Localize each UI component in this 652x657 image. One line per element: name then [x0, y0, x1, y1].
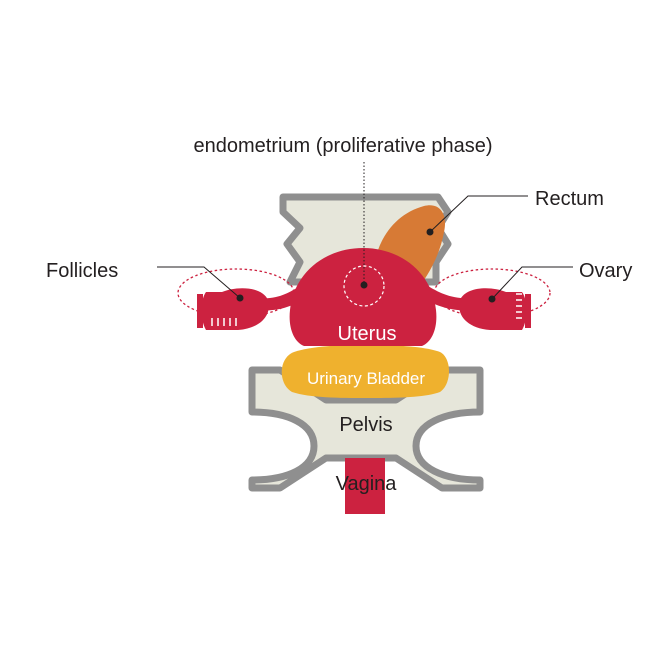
- endometrium-dot: [360, 281, 368, 289]
- follicles-label: Follicles: [46, 260, 118, 282]
- right-ovary-orbit: [433, 268, 551, 318]
- pelvis-bone: [248, 366, 484, 492]
- vagina-label: Vagina: [336, 473, 398, 495]
- ovary-dot: [488, 295, 496, 303]
- rectum-leader: [429, 195, 528, 233]
- uterus-shape: [289, 248, 437, 346]
- ovary-leader: [491, 266, 573, 300]
- endometrium-label: endometrium (proliferative phase): [193, 135, 492, 157]
- follicles-leader: [157, 266, 241, 299]
- left-ovary: [197, 288, 269, 330]
- follicles-dot: [236, 294, 244, 302]
- bladder-shape: [281, 345, 449, 398]
- pelvis-label: Pelvis: [339, 414, 392, 436]
- endometrium-marker: [343, 265, 385, 307]
- rectum-dot: [426, 228, 434, 236]
- bladder-label: Urinary Bladder: [307, 369, 425, 388]
- vagina-shape: [345, 458, 385, 514]
- ovary-label: Ovary: [579, 260, 632, 282]
- rectum-label: Rectum: [535, 188, 604, 210]
- left-ovary-orbit: [177, 268, 295, 318]
- uterus-label: Uterus: [338, 323, 397, 345]
- right-ovary: [459, 288, 531, 330]
